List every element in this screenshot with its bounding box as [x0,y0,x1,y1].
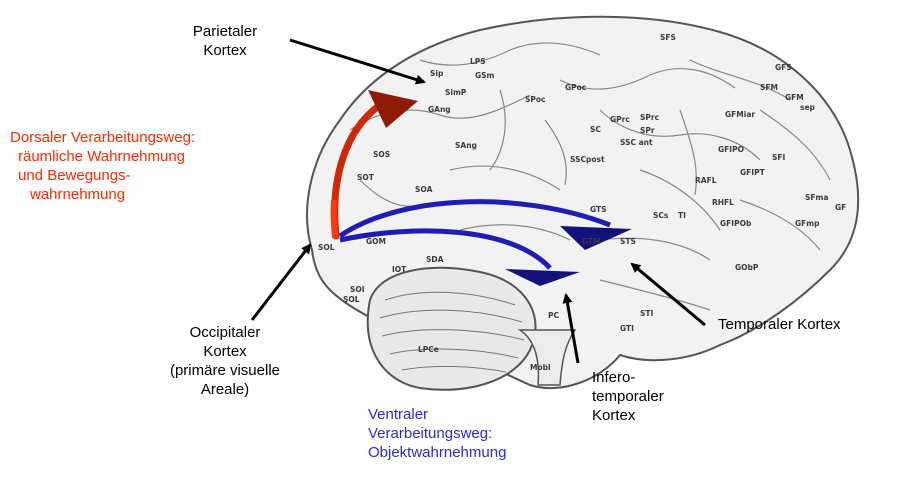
region-label: Mobl [530,363,551,372]
region-label: GFmp [795,219,820,228]
region-label: SOS [373,150,390,159]
region-label: SimP [445,88,467,97]
region-label: LPS [470,57,486,66]
occipital-cortex-label: Occipitaler Kortex (primäre visuelle Are… [145,323,305,399]
occipital-pointer-arrow [252,245,310,320]
inferotemporal-label-line-3: Kortex [592,406,702,425]
inferotemporal-cortex-label: Infero- temporaler Kortex [592,368,702,425]
region-label: STI [640,309,654,318]
region-label: SOT [357,173,375,182]
dorsal-label-line-2: räumliche Wahrnehmung [10,147,300,166]
region-label: SOI [350,285,365,294]
region-label: SPoc [525,95,546,104]
region-label: SOL [318,243,335,252]
region-label: GFMiar [725,110,755,119]
region-label: STS [620,237,636,246]
region-label: SDA [426,255,444,264]
region-label: Sip [430,69,444,78]
dorsal-label-line-4: wahrnehmung [10,185,300,204]
dorsal-label-line-1: Dorsaler Verarbeitungsweg: [10,128,300,147]
ventral-stream-label: Ventraler Verarbeitungsweg: Objektwahrne… [368,405,588,462]
inferotemporal-label-line-1: Infero- [592,368,702,387]
region-label: IOT [392,265,407,274]
parietal-cortex-label: Parietaler Kortex [165,22,285,60]
region-label: GF [835,203,846,212]
region-label: TI [678,211,686,220]
region-label: SOL [343,295,360,304]
region-label: SOA [415,185,433,194]
dorsal-label-line-3: und Bewegungs- [10,166,300,185]
region-label: GPrc [610,115,630,124]
temporal-cortex-label: Temporaler Kortex [718,315,893,334]
cerebellum-outline [368,268,536,390]
occipital-label-line-1: Occipitaler [145,323,305,342]
region-label: GFIPO [718,145,744,154]
region-label: RAFL [695,176,717,185]
region-label: SPr [640,126,655,135]
occipital-label-line-2: Kortex [145,342,305,361]
occipital-label-line-3: (primäre visuelle [145,361,305,380]
region-label: LPCe [418,345,439,354]
ventral-label-line-2: Verarbeitungsweg: [368,424,588,443]
region-label: GPoc [565,83,586,92]
region-label: PC [548,311,559,320]
region-label: SFma [805,193,828,202]
region-label: GFIPT [740,168,766,177]
region-label: SSC ant [620,138,653,147]
ventral-label-line-3: Objektwahrnehmung [368,443,588,462]
occipital-label-line-4: Areale) [145,380,305,399]
region-label: SFI [772,153,786,162]
region-label: GAng [428,105,451,114]
region-label: sep [800,103,816,112]
dorsal-stream-label: Dorsaler Verarbeitungsweg: räumliche Wah… [10,128,300,204]
region-label: GTI [620,324,634,333]
region-label: GSm [475,71,495,80]
region-label: SPrc [640,113,659,122]
inferotemporal-label-line-2: temporaler [592,387,702,406]
parietal-label-line-1: Parietaler [165,22,285,41]
parietal-label-line-2: Kortex [165,41,285,60]
region-label: SSCpost [570,155,605,164]
region-label: GFS [775,63,792,72]
region-label: GObP [735,263,759,272]
region-label: GOM [366,237,386,246]
region-label: SC [590,125,601,134]
region-label: GTM [582,237,601,246]
ventral-label-line-1: Ventraler [368,405,588,424]
region-label: SFM [760,83,778,92]
region-label: SFS [660,33,676,42]
region-label: GFM [785,93,804,102]
region-label: GFIPOb [720,219,752,228]
region-label: RHFL [712,198,734,207]
region-label: GTS [590,205,607,214]
region-label: SAng [455,141,477,150]
region-label: SCs [653,211,669,220]
